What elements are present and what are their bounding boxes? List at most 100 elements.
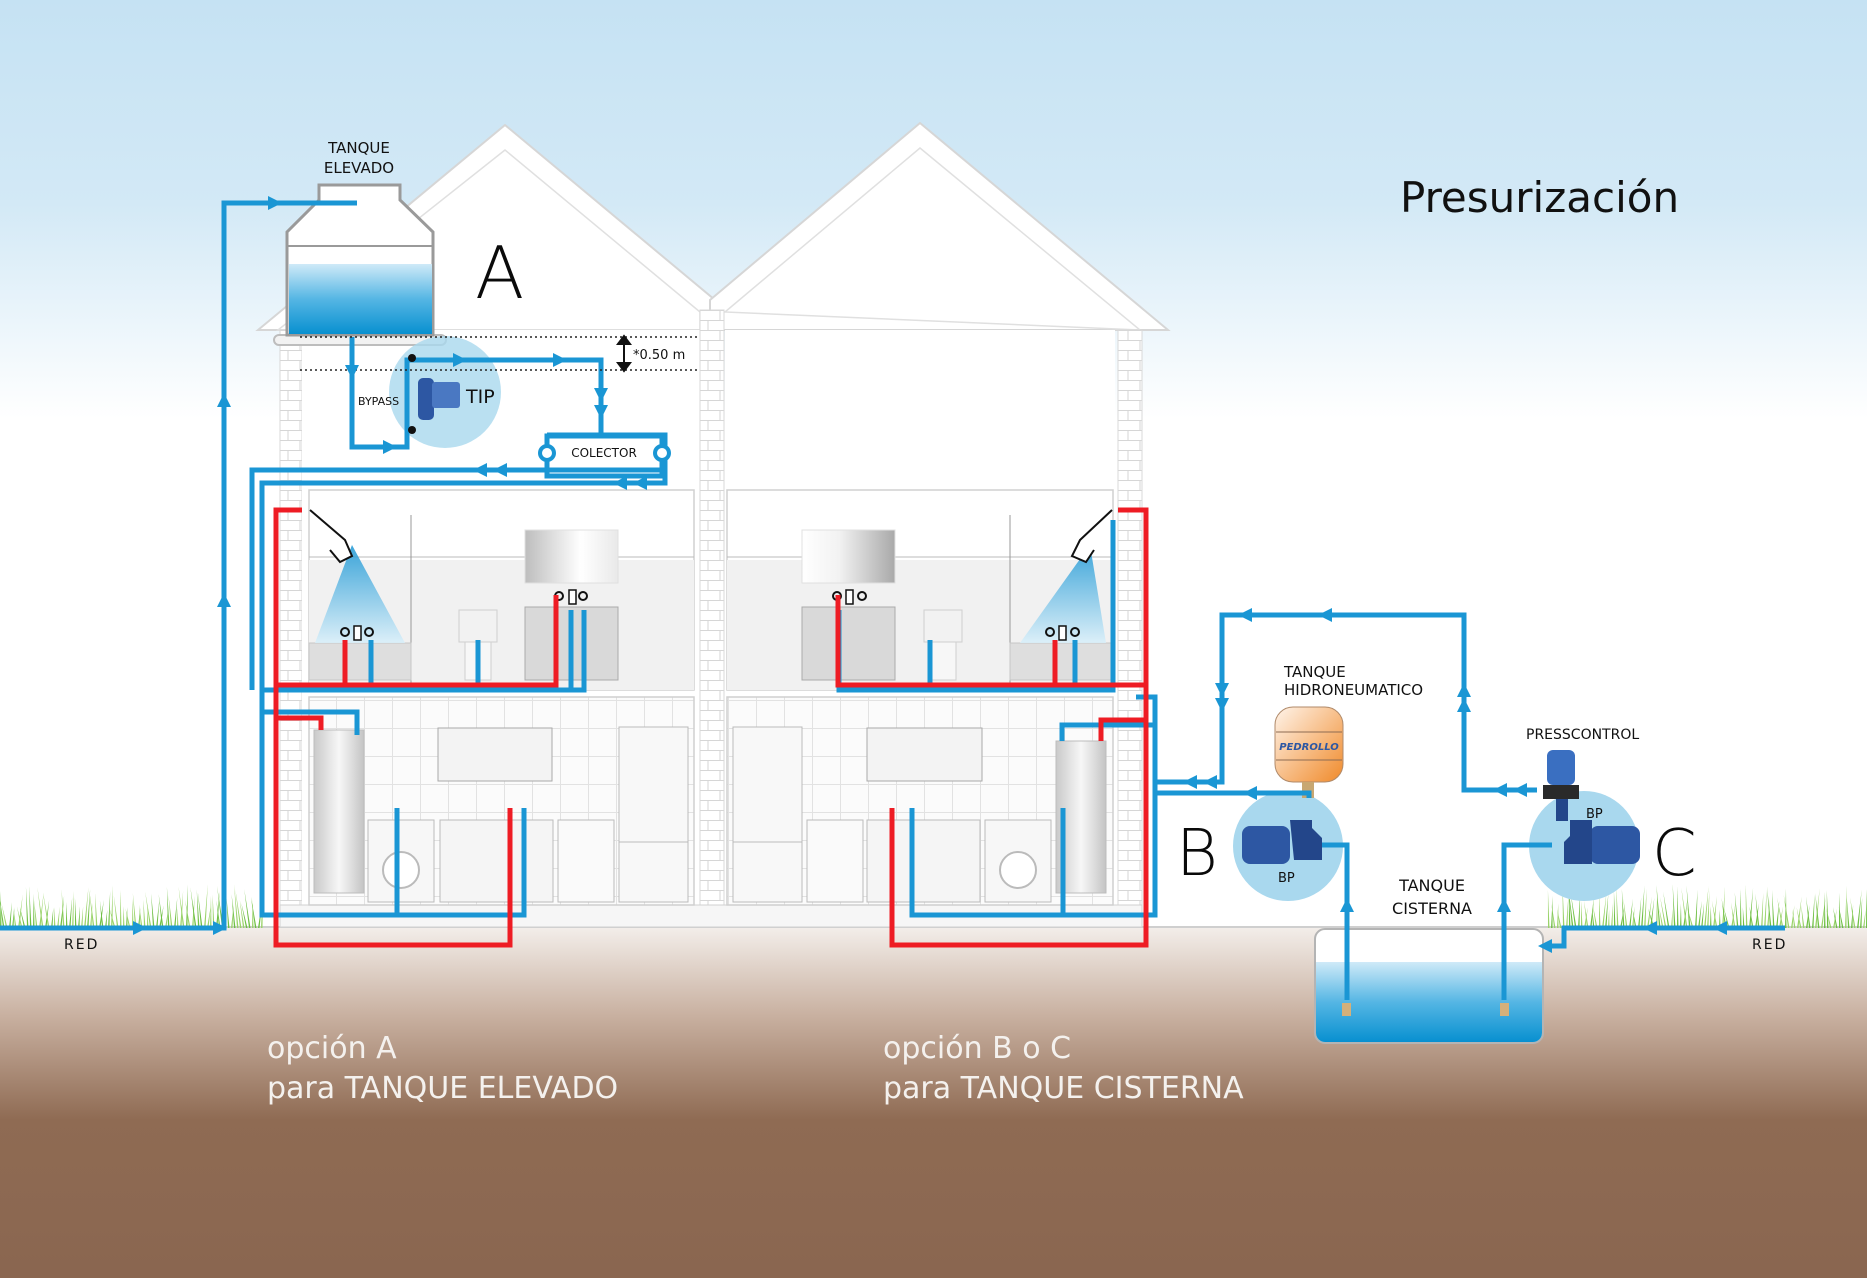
grass-blade	[1681, 887, 1688, 928]
caption-option-bc-line1: opción B o C	[883, 1031, 1071, 1066]
flow-arrow-icon	[268, 196, 282, 210]
grass-blade	[1557, 909, 1562, 928]
grass-blade	[1, 903, 8, 928]
grass-blade	[1562, 885, 1565, 928]
grass-blade	[1845, 885, 1847, 928]
grass-blade	[33, 899, 38, 928]
bathroom-left	[308, 489, 695, 691]
flow-arrow-icon	[345, 365, 359, 379]
tip-pump-icon	[408, 354, 460, 434]
label-tanque-elevado-2: ELEVADO	[324, 159, 394, 177]
grass-blade	[1734, 892, 1739, 928]
grass-blade	[231, 894, 236, 928]
grass-blade	[234, 884, 239, 928]
grass-blade	[147, 907, 149, 928]
flow-arrow-icon	[594, 405, 608, 419]
grass-blade	[165, 908, 169, 928]
caption-option-bc-line2: para TANQUE CISTERNA	[883, 1071, 1244, 1106]
grass-blade	[61, 889, 65, 928]
grass-blade	[51, 907, 54, 928]
grass-blade	[1663, 891, 1670, 928]
label-tanque-hidroneumatico-2: HIDRONEUMATICO	[1284, 681, 1423, 699]
grass-blade	[1599, 892, 1601, 928]
grass-blade	[1764, 889, 1767, 928]
grass-blade	[39, 892, 44, 928]
grass-blade	[1608, 909, 1610, 928]
grass-blade	[250, 896, 257, 928]
caption-option-a-line2: para TANQUE ELEVADO	[267, 1071, 618, 1106]
dimension-arrow	[616, 334, 632, 373]
grass-blade	[1796, 907, 1802, 928]
grass-blade	[143, 899, 146, 928]
grass-blade	[217, 885, 224, 928]
grass-blade	[0, 891, 2, 928]
grass-blade	[19, 907, 26, 928]
grass-blade	[1824, 891, 1826, 928]
grass-blade	[66, 901, 68, 928]
soil	[0, 927, 1867, 1278]
grass-blade	[1745, 884, 1748, 928]
grass-blade	[18, 894, 23, 928]
grass-blade	[1723, 907, 1730, 928]
grass-blade	[1821, 897, 1826, 928]
grass-blade	[1656, 889, 1658, 928]
grass-blade	[1833, 907, 1838, 928]
grass-blade	[252, 899, 254, 928]
grass-blade	[1721, 897, 1727, 928]
kitchen-left	[308, 696, 695, 906]
pump-c-icon	[1564, 820, 1640, 864]
label-presscontrol: PRESSCONTROL	[1526, 727, 1639, 743]
grass-blade	[87, 889, 91, 928]
grass-blade	[1776, 900, 1780, 928]
grass-blade	[204, 884, 208, 928]
pump-b-icon	[1242, 820, 1322, 864]
grass-blade	[1672, 884, 1676, 928]
label-colector: COLECTOR	[571, 446, 637, 460]
grass-blade	[29, 886, 32, 928]
grass-blade	[1629, 898, 1633, 928]
grass-blade	[1602, 893, 1607, 928]
flow-arrows	[133, 196, 1727, 953]
grass-blade	[1581, 900, 1583, 928]
grass-blade	[69, 897, 73, 928]
flow-arrow-icon	[217, 593, 231, 607]
grass-blade	[78, 906, 81, 928]
grass-blade	[178, 886, 185, 928]
flow-arrow-icon	[133, 921, 147, 935]
grass-blade	[1687, 907, 1694, 928]
grass-blade	[1742, 907, 1745, 928]
grass-blade	[1783, 894, 1790, 928]
grass-blade	[81, 906, 84, 928]
flow-arrow-icon	[493, 463, 507, 477]
grass-blade	[1648, 908, 1655, 928]
grass-blade	[105, 909, 108, 928]
grass-blade	[1740, 888, 1742, 928]
grass-blade	[216, 890, 220, 928]
collector	[538, 433, 671, 479]
grass-blade	[1683, 898, 1688, 928]
grass-blade	[196, 889, 200, 928]
grass-blade	[1838, 906, 1844, 928]
flow-arrow-icon	[594, 388, 608, 402]
flow-arrow-icon	[1318, 608, 1332, 622]
grass-blade	[1719, 909, 1721, 928]
label-red-right: RED	[1752, 937, 1787, 953]
grass-blade	[1677, 886, 1679, 928]
kitchen-right	[726, 696, 1114, 906]
grass-blade	[174, 897, 178, 928]
cistern-tank	[1314, 928, 1544, 1044]
grass-blade	[57, 906, 60, 928]
grass-blade	[84, 887, 89, 928]
grass-blade	[1656, 884, 1661, 928]
hydropneumatic-tank: PEDROLLO	[1274, 706, 1344, 798]
hot-water-pipes	[273, 507, 1149, 948]
grass-blade	[185, 899, 191, 928]
label-tanque-hidroneumatico-1: TANQUE	[1283, 663, 1346, 681]
grass-blade	[1860, 897, 1863, 928]
grass-blade	[1592, 903, 1598, 928]
grass-blade	[113, 895, 119, 928]
grass-blade	[1632, 909, 1637, 928]
grass-blade	[1568, 886, 1574, 928]
grass-blade	[0, 900, 5, 928]
label-bypass: BYPASS	[358, 395, 399, 408]
